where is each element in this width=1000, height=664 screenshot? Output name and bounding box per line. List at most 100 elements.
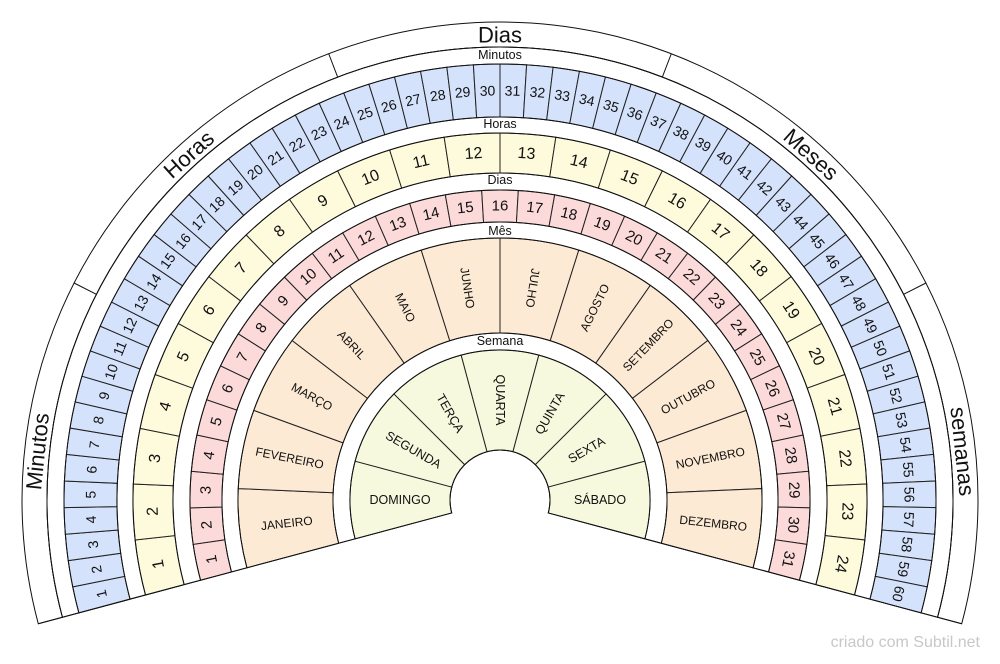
minutes-label: 50 xyxy=(870,338,891,359)
minutes-label: 12 xyxy=(119,315,140,336)
minutes-label: 13 xyxy=(130,292,152,314)
days-label: 4 xyxy=(200,450,218,461)
minutes-label: 28 xyxy=(429,86,447,104)
minutes-label: 35 xyxy=(601,96,621,116)
weekdays-label: QUARTA xyxy=(493,375,507,427)
days-label: 27 xyxy=(773,411,794,432)
minutes-label: 34 xyxy=(578,90,597,109)
outer-label-divider xyxy=(661,53,672,78)
minutes-label: 10 xyxy=(101,362,121,382)
ring-title-weekdays: Semana xyxy=(477,334,524,348)
minutes-label: 9 xyxy=(95,390,113,402)
weekdays-label: DOMINGO xyxy=(369,493,430,507)
hours-label: 14 xyxy=(568,152,589,173)
days-label: 31 xyxy=(778,549,798,569)
ring-title-minutes: Minutos xyxy=(478,48,522,62)
days-label: 12 xyxy=(355,227,378,250)
hours-label: 13 xyxy=(517,145,536,163)
days-label: 24 xyxy=(727,316,751,339)
ring-border-arc xyxy=(221,221,779,573)
minutes-label: 53 xyxy=(892,411,911,430)
minutes-label: 54 xyxy=(897,436,915,454)
minutes-label: 23 xyxy=(308,122,329,143)
ring-title-days: Dias xyxy=(487,173,512,187)
months-label: JANEIRO xyxy=(260,514,313,534)
days-label: 26 xyxy=(761,378,783,400)
minutes-label: 14 xyxy=(143,270,165,292)
minutes-label: 24 xyxy=(331,112,352,133)
months-label: JULHO xyxy=(523,267,543,308)
minutes-label: 39 xyxy=(692,134,714,156)
hours-label: 23 xyxy=(838,502,856,520)
minutes-label: 29 xyxy=(454,84,471,101)
ring-border-arc xyxy=(189,189,811,581)
minutes-label: 40 xyxy=(714,147,736,169)
days-label: 30 xyxy=(784,516,802,534)
hours-label: 3 xyxy=(147,453,165,464)
wheel-edge-line xyxy=(38,512,452,625)
ring-title-months: Mês xyxy=(488,224,512,238)
minutes-label: 5 xyxy=(82,490,98,498)
minutes-label: 31 xyxy=(504,82,520,98)
weekdays-label: SÁBADO xyxy=(574,492,626,507)
minutes-label: 21 xyxy=(265,146,287,168)
minutes-label: 7 xyxy=(86,440,103,450)
outer-label-divider xyxy=(73,282,97,295)
days-label: 15 xyxy=(456,199,475,218)
hours-label: 20 xyxy=(805,345,828,368)
ring-border-arc xyxy=(132,132,868,596)
minutes-label: 25 xyxy=(355,103,375,123)
hours-label: 21 xyxy=(824,396,845,418)
days-label: 2 xyxy=(198,520,216,530)
days-label: 18 xyxy=(559,204,579,224)
minutes-label: 2 xyxy=(88,564,105,575)
minutes-label: 36 xyxy=(625,103,645,123)
outer-label-divider xyxy=(328,53,339,78)
ring-border-arc xyxy=(332,332,668,544)
minutes-label: 60 xyxy=(889,584,908,603)
months-label: JUNHO xyxy=(457,267,477,310)
minutes-label: 55 xyxy=(900,461,917,478)
hours-label: 22 xyxy=(835,449,854,469)
minutes-label: 32 xyxy=(529,84,546,101)
ring-title-hours: Horas xyxy=(483,117,516,131)
minutes-label: 11 xyxy=(110,338,130,358)
outer-label-dias: Dias xyxy=(478,23,522,48)
minutes-label: 47 xyxy=(835,271,857,293)
minutes-label: 51 xyxy=(879,362,899,382)
minutes-label: 48 xyxy=(848,292,870,314)
hours-label: 10 xyxy=(359,167,382,189)
minutes-label: 58 xyxy=(898,536,916,553)
minutes-label: 59 xyxy=(894,560,912,578)
ring-border-arc xyxy=(116,116,884,600)
minutes-label: 30 xyxy=(479,82,495,98)
minutes-label: 57 xyxy=(901,511,918,528)
minutes-label: 8 xyxy=(90,415,107,426)
hours-label: 16 xyxy=(665,190,689,214)
ring-border-arc xyxy=(46,46,954,618)
days-label: 25 xyxy=(746,346,769,369)
outer-label-divider xyxy=(903,282,927,295)
minutes-label: 3 xyxy=(85,540,102,550)
ring-border-arc xyxy=(237,237,763,568)
ring-border-arc xyxy=(449,449,551,514)
minutes-label: 6 xyxy=(83,465,100,474)
days-label: 13 xyxy=(387,213,409,235)
days-label: 28 xyxy=(781,446,800,465)
hours-label: 11 xyxy=(411,152,431,172)
ring-border-arc xyxy=(349,349,651,539)
hours-label: 24 xyxy=(831,554,851,575)
minutes-label: 27 xyxy=(404,90,423,109)
days-label: 17 xyxy=(525,199,544,218)
hours-label: 2 xyxy=(145,507,162,517)
minutes-label: 1 xyxy=(93,588,110,599)
days-label: 1 xyxy=(203,553,221,565)
minutes-label: 56 xyxy=(901,487,917,503)
footer-credit: criado com Subtil.net xyxy=(830,634,980,651)
days-label: 19 xyxy=(591,213,613,235)
minutes-label: 52 xyxy=(886,386,905,405)
days-label: 3 xyxy=(198,486,215,495)
ring-border-arc xyxy=(172,172,828,585)
